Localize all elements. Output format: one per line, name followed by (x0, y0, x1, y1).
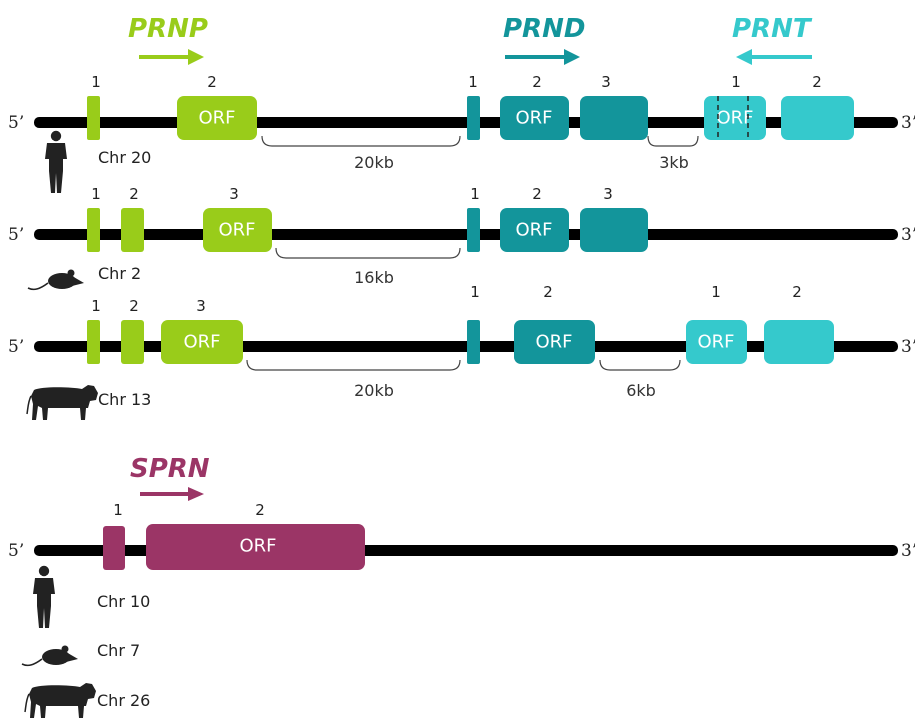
prnp-exon-2 (121, 320, 144, 364)
distance-bracket (599, 359, 681, 371)
orf-label: ORF (716, 108, 753, 129)
orf-label: ORF (515, 220, 552, 241)
mouse-chromosome-line (34, 229, 898, 240)
prnd-exon-3 (580, 96, 648, 140)
exon-number: 3 (601, 73, 611, 91)
prnd-exon-1 (467, 320, 480, 364)
exon-number: 1 (468, 73, 478, 91)
distance-label: 20kb (354, 153, 394, 172)
distance-bracket (647, 135, 699, 147)
cattle-icon (26, 384, 99, 421)
prnp-arrow-right-icon (139, 49, 204, 65)
exon-number: 1 (91, 297, 101, 315)
exon-number: 2 (129, 185, 139, 203)
exon-number: 3 (196, 297, 206, 315)
prnt-exon-2 (764, 320, 834, 364)
mouse-icon (21, 644, 79, 667)
orf-label: ORF (239, 536, 276, 557)
prnt-gene-label: PRNT (732, 14, 813, 44)
distance-bracket (246, 359, 461, 371)
orf-label: ORF (697, 332, 734, 353)
exon-number: 1 (470, 185, 480, 203)
prnp-exon-3 (161, 320, 243, 364)
prnp-exon-2 (177, 96, 257, 140)
exon-number: 3 (229, 185, 239, 203)
prnd-arrow-right-icon (505, 49, 580, 65)
five-prime-label: 5’ (8, 337, 24, 357)
orf-label: ORF (198, 108, 235, 129)
exon-number: 1 (470, 283, 480, 301)
distance-label: 20kb (354, 381, 394, 400)
prnt-arrow-left-icon (736, 49, 812, 65)
human-icon (45, 130, 67, 193)
prnd-exon-2 (500, 96, 569, 140)
chromosome-label: Chr 26 (97, 691, 150, 710)
exon-number: 2 (792, 283, 802, 301)
prnt-exon-2 (781, 96, 854, 140)
distance-label: 3kb (659, 153, 689, 172)
exon-number: 1 (711, 283, 721, 301)
sprn-gene-label: SPRN (130, 454, 210, 484)
sprn-locus: 5’ 3’ ORF 1 2 Chr 10 Chr 7 Chr 26 (8, 501, 915, 719)
exon-number: 2 (255, 501, 265, 519)
prnd-exon-1 (467, 96, 480, 140)
exon-number: 2 (207, 73, 217, 91)
orf-label: ORF (535, 332, 572, 353)
three-prime-label: 3’ (901, 113, 915, 133)
prnd-exon-3 (580, 208, 648, 252)
mouse-locus: 5’ 3’ ORF ORF 1 2 3 1 2 3 16kb Chr 2 (8, 185, 915, 291)
sprn-exon-2 (146, 524, 365, 570)
three-prime-label: 3’ (901, 337, 915, 357)
prnp-exon-1 (87, 96, 100, 140)
exon-number: 1 (91, 185, 101, 203)
exon-number: 1 (113, 501, 123, 519)
three-prime-label: 3’ (901, 541, 915, 561)
prnp-exon-1 (87, 208, 100, 252)
sprn-exon-1 (103, 526, 125, 570)
five-prime-label: 5’ (8, 541, 24, 561)
human-icon (33, 565, 55, 628)
cattle-icon (24, 682, 97, 719)
distance-label: 16kb (354, 268, 394, 287)
prnd-gene-label: PRND (503, 14, 585, 44)
prnp-gene-label: PRNP (128, 14, 208, 44)
orf-label: ORF (218, 220, 255, 241)
exon-number: 1 (91, 73, 101, 91)
chromosome-label: Chr 10 (97, 592, 150, 611)
five-prime-label: 5’ (8, 225, 24, 245)
chromosome-label: Chr 7 (97, 641, 140, 660)
chromosome-label: Chr 20 (98, 148, 151, 167)
prnt-exon-1 (704, 96, 766, 140)
mouse-icon (27, 268, 85, 291)
prnd-exon-2 (514, 320, 595, 364)
prnp-exon-3 (203, 208, 272, 252)
cattle-chromosome-line (34, 341, 898, 352)
prnp-exon-2 (121, 208, 144, 252)
prnd-exon-1 (467, 208, 480, 252)
chromosome-label: Chr 13 (98, 390, 151, 409)
prnp-exon-1 (87, 320, 100, 364)
five-prime-label: 5’ (8, 113, 24, 133)
chromosome-label: Chr 2 (98, 264, 141, 283)
exon-number: 2 (129, 297, 139, 315)
three-prime-label: 3’ (901, 225, 915, 245)
cattle-locus: 5’ 3’ ORF ORF ORF 1 2 3 1 2 1 2 20kb 6kb… (8, 283, 915, 421)
exon-number: 2 (532, 73, 542, 91)
distance-bracket (275, 247, 461, 259)
sprn-arrow-right-icon (140, 487, 204, 501)
human-chromosome-line (34, 117, 898, 128)
orf-label: ORF (183, 332, 220, 353)
exon-number: 2 (543, 283, 553, 301)
exon-number: 2 (812, 73, 822, 91)
exon-number: 2 (532, 185, 542, 203)
distance-bracket (261, 135, 461, 147)
prnt-exon-1 (686, 320, 747, 364)
distance-label: 6kb (626, 381, 656, 400)
prnd-exon-2 (500, 208, 569, 252)
human-locus: 5’ 3’ ORF ORF ORF 1 2 1 2 3 1 2 20kb 3kb… (8, 73, 915, 193)
exon-number: 1 (731, 73, 741, 91)
orf-label: ORF (515, 108, 552, 129)
exon-number: 3 (603, 185, 613, 203)
